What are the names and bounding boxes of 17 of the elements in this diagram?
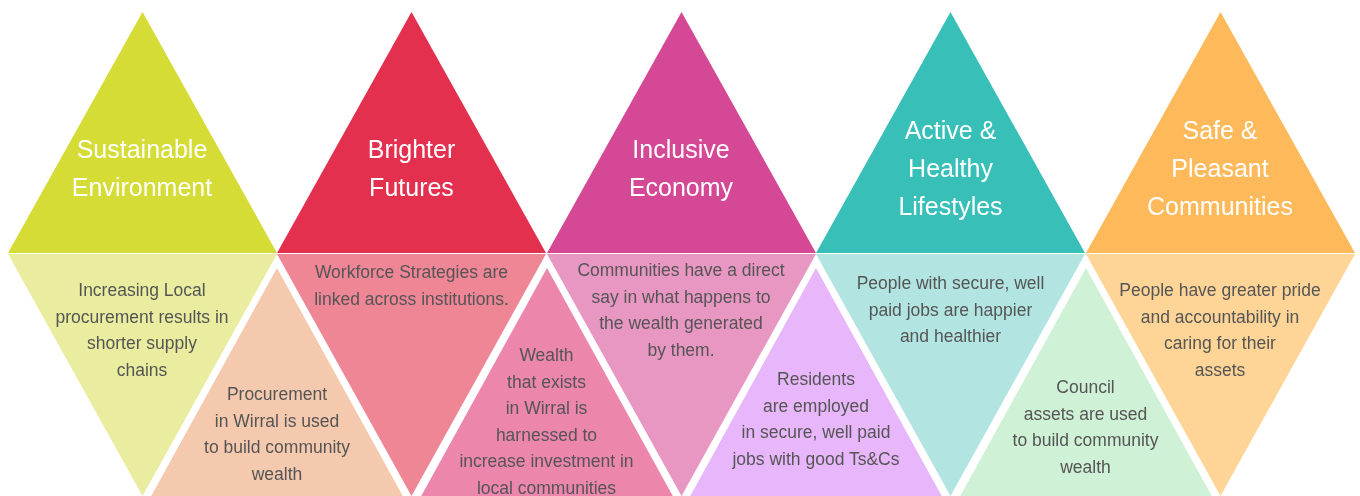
panel-text: People have greater pride and accountability in caring for their assets (1119, 280, 1321, 380)
panel-text: Workforce Strategies are linked across institutions. (314, 262, 509, 309)
panel-text: Residents are employed in secure, well paid jobs with good Ts&Cs (732, 369, 900, 469)
triangle-panel (816, 12, 1085, 253)
panel-text: Council assets are used to build community wealth (1012, 377, 1159, 477)
panel-heading: Inclusive Economy (627, 134, 735, 203)
triangle-panel (1085, 12, 1355, 253)
panel-text: People with secure, well paid jobs are happier and healthier (856, 273, 1045, 346)
panel-text: Procurement in Wirral is used to build community wealth (204, 384, 350, 484)
panel-heading: Sustainable Environment (70, 134, 214, 203)
triangle-panel (7, 12, 277, 253)
panel-heading: Brighter Futures (366, 134, 457, 203)
panel-text: Increasing Local procurement results in shorter supply chains (55, 280, 229, 380)
triangle-panel (546, 12, 816, 253)
panel-heading: Safe & Pleasant Communities (1146, 115, 1294, 222)
panel-heading: Active & Healthy Lifestyles (897, 115, 1004, 222)
triangle-panel (277, 12, 546, 253)
